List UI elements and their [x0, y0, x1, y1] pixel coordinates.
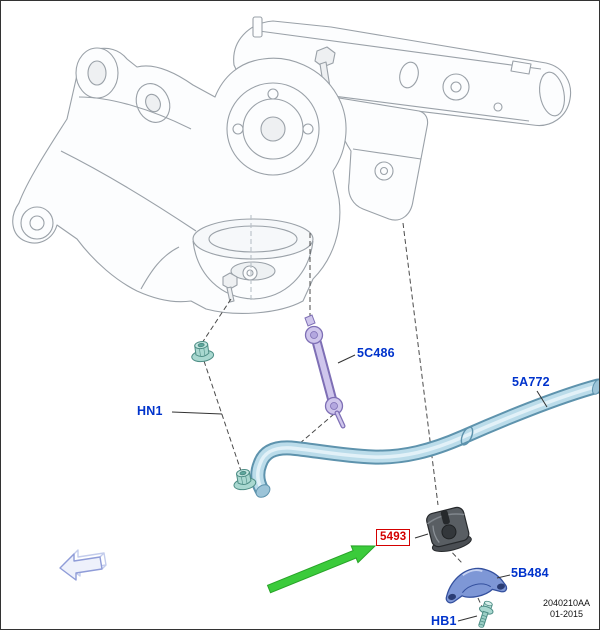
- direction-arrow-icon: [59, 549, 107, 581]
- bushing-part[interactable]: [424, 506, 473, 555]
- leader-dashed-lines: [201, 222, 484, 610]
- callout-bushing-highlighted[interactable]: 5493: [376, 529, 411, 546]
- leader-solid-lines: [171, 354, 548, 622]
- flange-nut-part[interactable]: [232, 468, 257, 492]
- document-date: 01-2015: [549, 609, 583, 619]
- callout-nut[interactable]: HN1: [137, 404, 163, 418]
- callout-bolt[interactable]: HB1: [431, 614, 457, 628]
- flange-nut-part[interactable]: [190, 340, 215, 363]
- document-id: 2040210AA: [542, 598, 590, 608]
- pointer-arrow-icon: [266, 545, 377, 594]
- bolt-part[interactable]: [474, 599, 496, 629]
- bracket-part[interactable]: [441, 563, 508, 604]
- callout-bracket[interactable]: 5B484: [511, 566, 549, 580]
- stabilizer-bar-part[interactable]: [250, 378, 600, 500]
- callout-stabilizer-link[interactable]: 5C486: [357, 346, 395, 360]
- stabilizer-link-part[interactable]: [304, 314, 346, 429]
- knuckle-art: [12, 47, 347, 314]
- subframe-rail-art: [233, 16, 572, 221]
- document-info: 2040210AA 01-2015: [543, 598, 590, 620]
- callout-stabilizer-bar[interactable]: 5A772: [512, 375, 550, 389]
